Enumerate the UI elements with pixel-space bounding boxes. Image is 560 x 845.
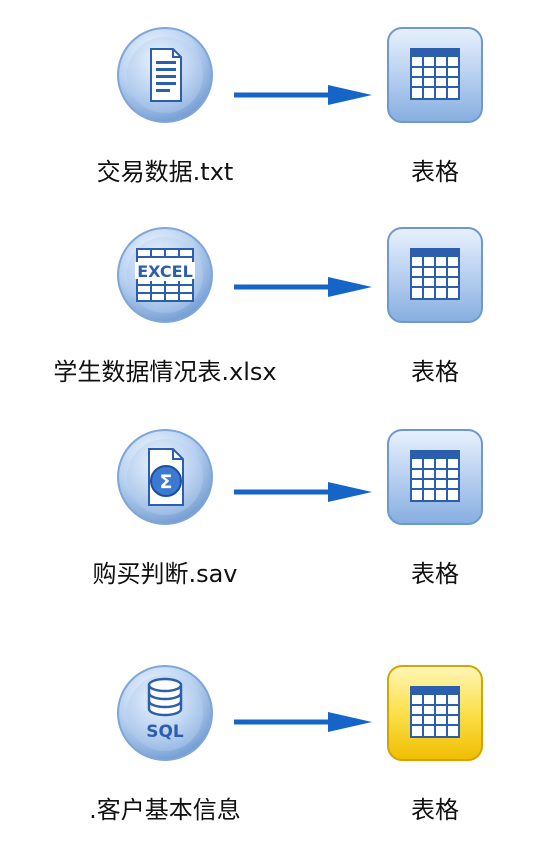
table-output-node[interactable] bbox=[385, 225, 485, 325]
flow-row: Σ 购买判断.sav 表格 bbox=[0, 427, 560, 607]
table-icon bbox=[387, 27, 483, 123]
excel-file-icon: EXCEL bbox=[117, 227, 213, 323]
table-output-node[interactable] bbox=[385, 25, 485, 125]
sql-database-icon: SQL bbox=[117, 665, 213, 761]
table-icon bbox=[387, 429, 483, 525]
table-output-node-selected[interactable] bbox=[385, 663, 485, 763]
source-node-label[interactable]: 交易数据.txt bbox=[96, 158, 234, 186]
table-icon bbox=[387, 227, 483, 323]
svg-text:Σ: Σ bbox=[160, 471, 173, 493]
link-arrow[interactable] bbox=[232, 480, 374, 504]
excel-source-node[interactable]: EXCEL bbox=[115, 225, 215, 325]
statistics-file-source-node[interactable]: Σ bbox=[115, 427, 215, 527]
svg-text:EXCEL: EXCEL bbox=[137, 262, 193, 281]
source-node-label[interactable]: 学生数据情况表.xlsx bbox=[53, 358, 277, 386]
table-node-label[interactable]: 表格 bbox=[411, 796, 459, 824]
table-icon bbox=[387, 665, 483, 761]
statistics-file-icon: Σ bbox=[117, 429, 213, 525]
table-output-node[interactable] bbox=[385, 427, 485, 527]
link-arrow[interactable] bbox=[232, 83, 374, 107]
source-node-label[interactable]: .客户基本信息 bbox=[89, 796, 241, 824]
database-source-node[interactable]: SQL bbox=[115, 663, 215, 763]
text-file-icon bbox=[117, 27, 213, 123]
table-node-label[interactable]: 表格 bbox=[411, 158, 459, 186]
table-node-label[interactable]: 表格 bbox=[411, 358, 459, 386]
flow-row: EXCEL 学生数据情况表.xlsx 表格 bbox=[0, 225, 560, 405]
source-node-label[interactable]: 购买判断.sav bbox=[92, 560, 238, 588]
link-arrow[interactable] bbox=[232, 275, 374, 299]
svg-text:SQL: SQL bbox=[146, 722, 184, 742]
table-node-label[interactable]: 表格 bbox=[411, 560, 459, 588]
var-file-source-node[interactable] bbox=[115, 25, 215, 125]
flow-row: SQL .客户基本信息 表格 bbox=[0, 663, 560, 843]
flow-row: 交易数据.txt 表格 bbox=[0, 25, 560, 205]
link-arrow[interactable] bbox=[232, 710, 374, 734]
